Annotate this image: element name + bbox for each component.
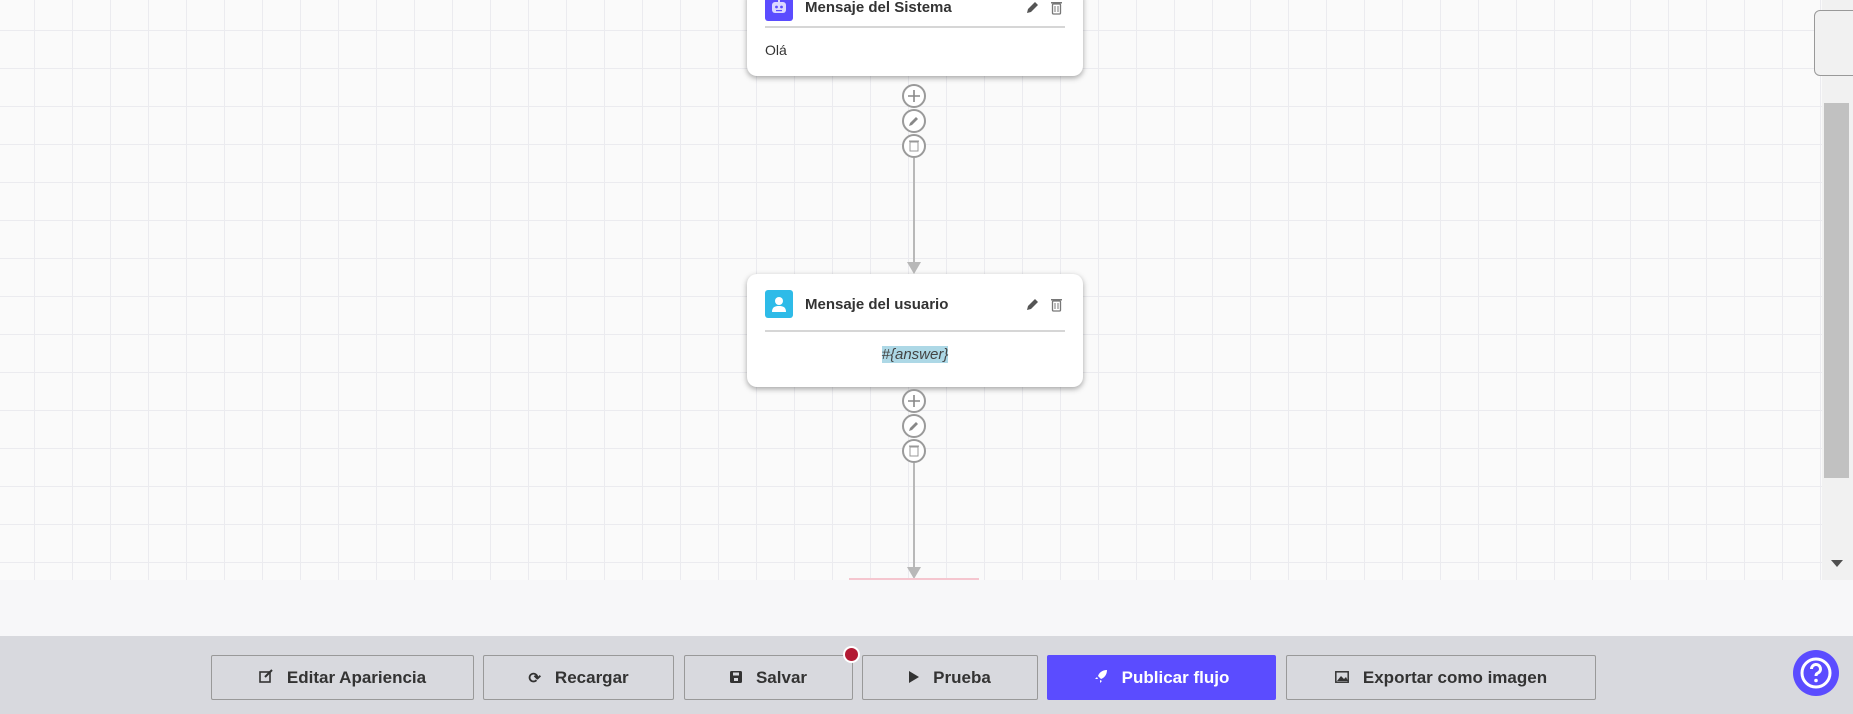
connector-arrow [907, 262, 921, 274]
edit-appearance-button[interactable]: Editar Apariencia [211, 655, 474, 700]
edit-connection-button[interactable] [902, 414, 926, 438]
rocket-icon [1094, 668, 1108, 688]
refresh-icon: ⟳ [528, 669, 541, 687]
node-header: Mensaje del Sistema [765, 0, 1065, 28]
button-label: Prueba [933, 667, 991, 687]
reload-button[interactable]: ⟳ Recargar [483, 655, 674, 700]
button-label: Publicar flujo [1121, 667, 1230, 687]
help-button[interactable] [1793, 650, 1839, 696]
unsaved-changes-indicator [843, 646, 860, 663]
add-node-button[interactable] [902, 389, 926, 413]
button-label: Editar Apariencia [286, 667, 427, 687]
export-image-button[interactable]: Exportar como imagen [1286, 655, 1596, 700]
button-label: Recargar [554, 667, 629, 687]
delete-connection-button[interactable] [902, 439, 926, 463]
save-button[interactable]: Salvar [684, 655, 853, 700]
node-title: Mensaje del Sistema [805, 0, 952, 16]
connector-arrow [907, 567, 921, 579]
bottom-toolbar: Editar Apariencia ⟳ Recargar Salvar Prue… [0, 636, 1853, 714]
test-button[interactable]: Prueba [862, 655, 1038, 700]
node-text: #{answer} [881, 346, 949, 363]
button-label: Exportar como imagen [1362, 667, 1548, 687]
scroll-down-arrow-icon[interactable] [1831, 560, 1843, 567]
next-node-edge [849, 578, 979, 580]
edit-node-button[interactable] [1023, 295, 1041, 313]
delete-node-button[interactable] [1047, 295, 1065, 313]
connector-line [913, 463, 915, 568]
user-icon [765, 290, 793, 318]
publish-flow-button[interactable]: Publicar flujo [1047, 655, 1276, 700]
node-title: Mensaje del usuario [805, 295, 949, 313]
node-user-message[interactable]: Mensaje del usuario #{answer} [747, 274, 1083, 387]
image-icon [1334, 668, 1349, 688]
delete-node-button[interactable] [1047, 0, 1065, 16]
node-system-message[interactable]: Mensaje del Sistema Olá [747, 0, 1083, 76]
minimap[interactable] [1814, 10, 1853, 76]
vertical-scrollbar[interactable] [1822, 0, 1853, 580]
question-icon [1800, 657, 1832, 689]
scrollbar-thumb[interactable] [1824, 103, 1849, 478]
edit-icon [259, 668, 273, 688]
node-text: Olá [765, 42, 787, 58]
flow-canvas[interactable]: Mensaje del Sistema Olá Mensaje del usua… [0, 0, 1822, 580]
node-header: Mensaje del usuario [765, 274, 1065, 332]
button-label: Salvar [755, 667, 808, 687]
add-node-button[interactable] [902, 84, 926, 108]
edit-connection-button[interactable] [902, 109, 926, 133]
delete-connection-button[interactable] [902, 134, 926, 158]
save-icon [729, 668, 742, 688]
robot-icon [765, 0, 793, 21]
connector-line [913, 158, 915, 262]
edit-node-button[interactable] [1023, 0, 1041, 16]
play-icon [909, 668, 920, 688]
